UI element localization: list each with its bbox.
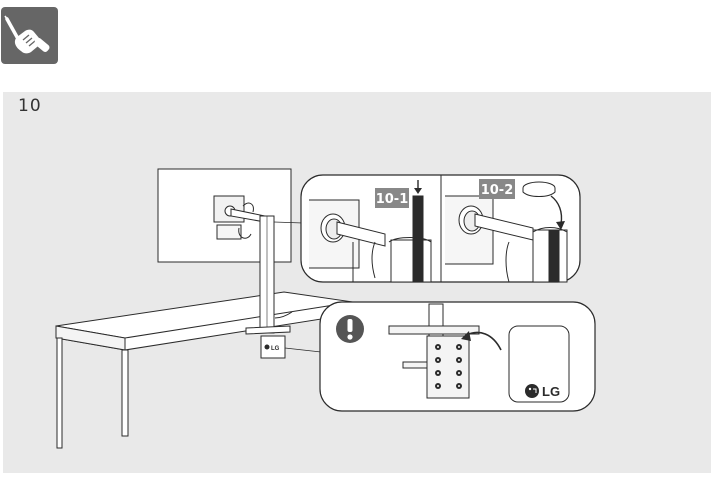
clamp-logo-label: LG xyxy=(271,346,280,352)
assembly-illustration: LG xyxy=(55,168,596,449)
monitor-illustration xyxy=(157,168,293,359)
step-number: 10 xyxy=(18,96,42,116)
clamp-detail-callout: LG xyxy=(319,301,596,412)
lg-logo-label: LG xyxy=(542,384,560,399)
lg-logo-icon xyxy=(525,384,539,398)
cable-routing-callout: 10-1 10-2 xyxy=(300,174,581,283)
sub-step-1-label: 10-1 xyxy=(376,192,409,207)
screwdriver-icon xyxy=(1,7,58,64)
desk-illustration xyxy=(55,291,355,449)
sub-step-2-label: 10-2 xyxy=(481,183,514,198)
instruction-panel: 10 xyxy=(3,92,711,473)
